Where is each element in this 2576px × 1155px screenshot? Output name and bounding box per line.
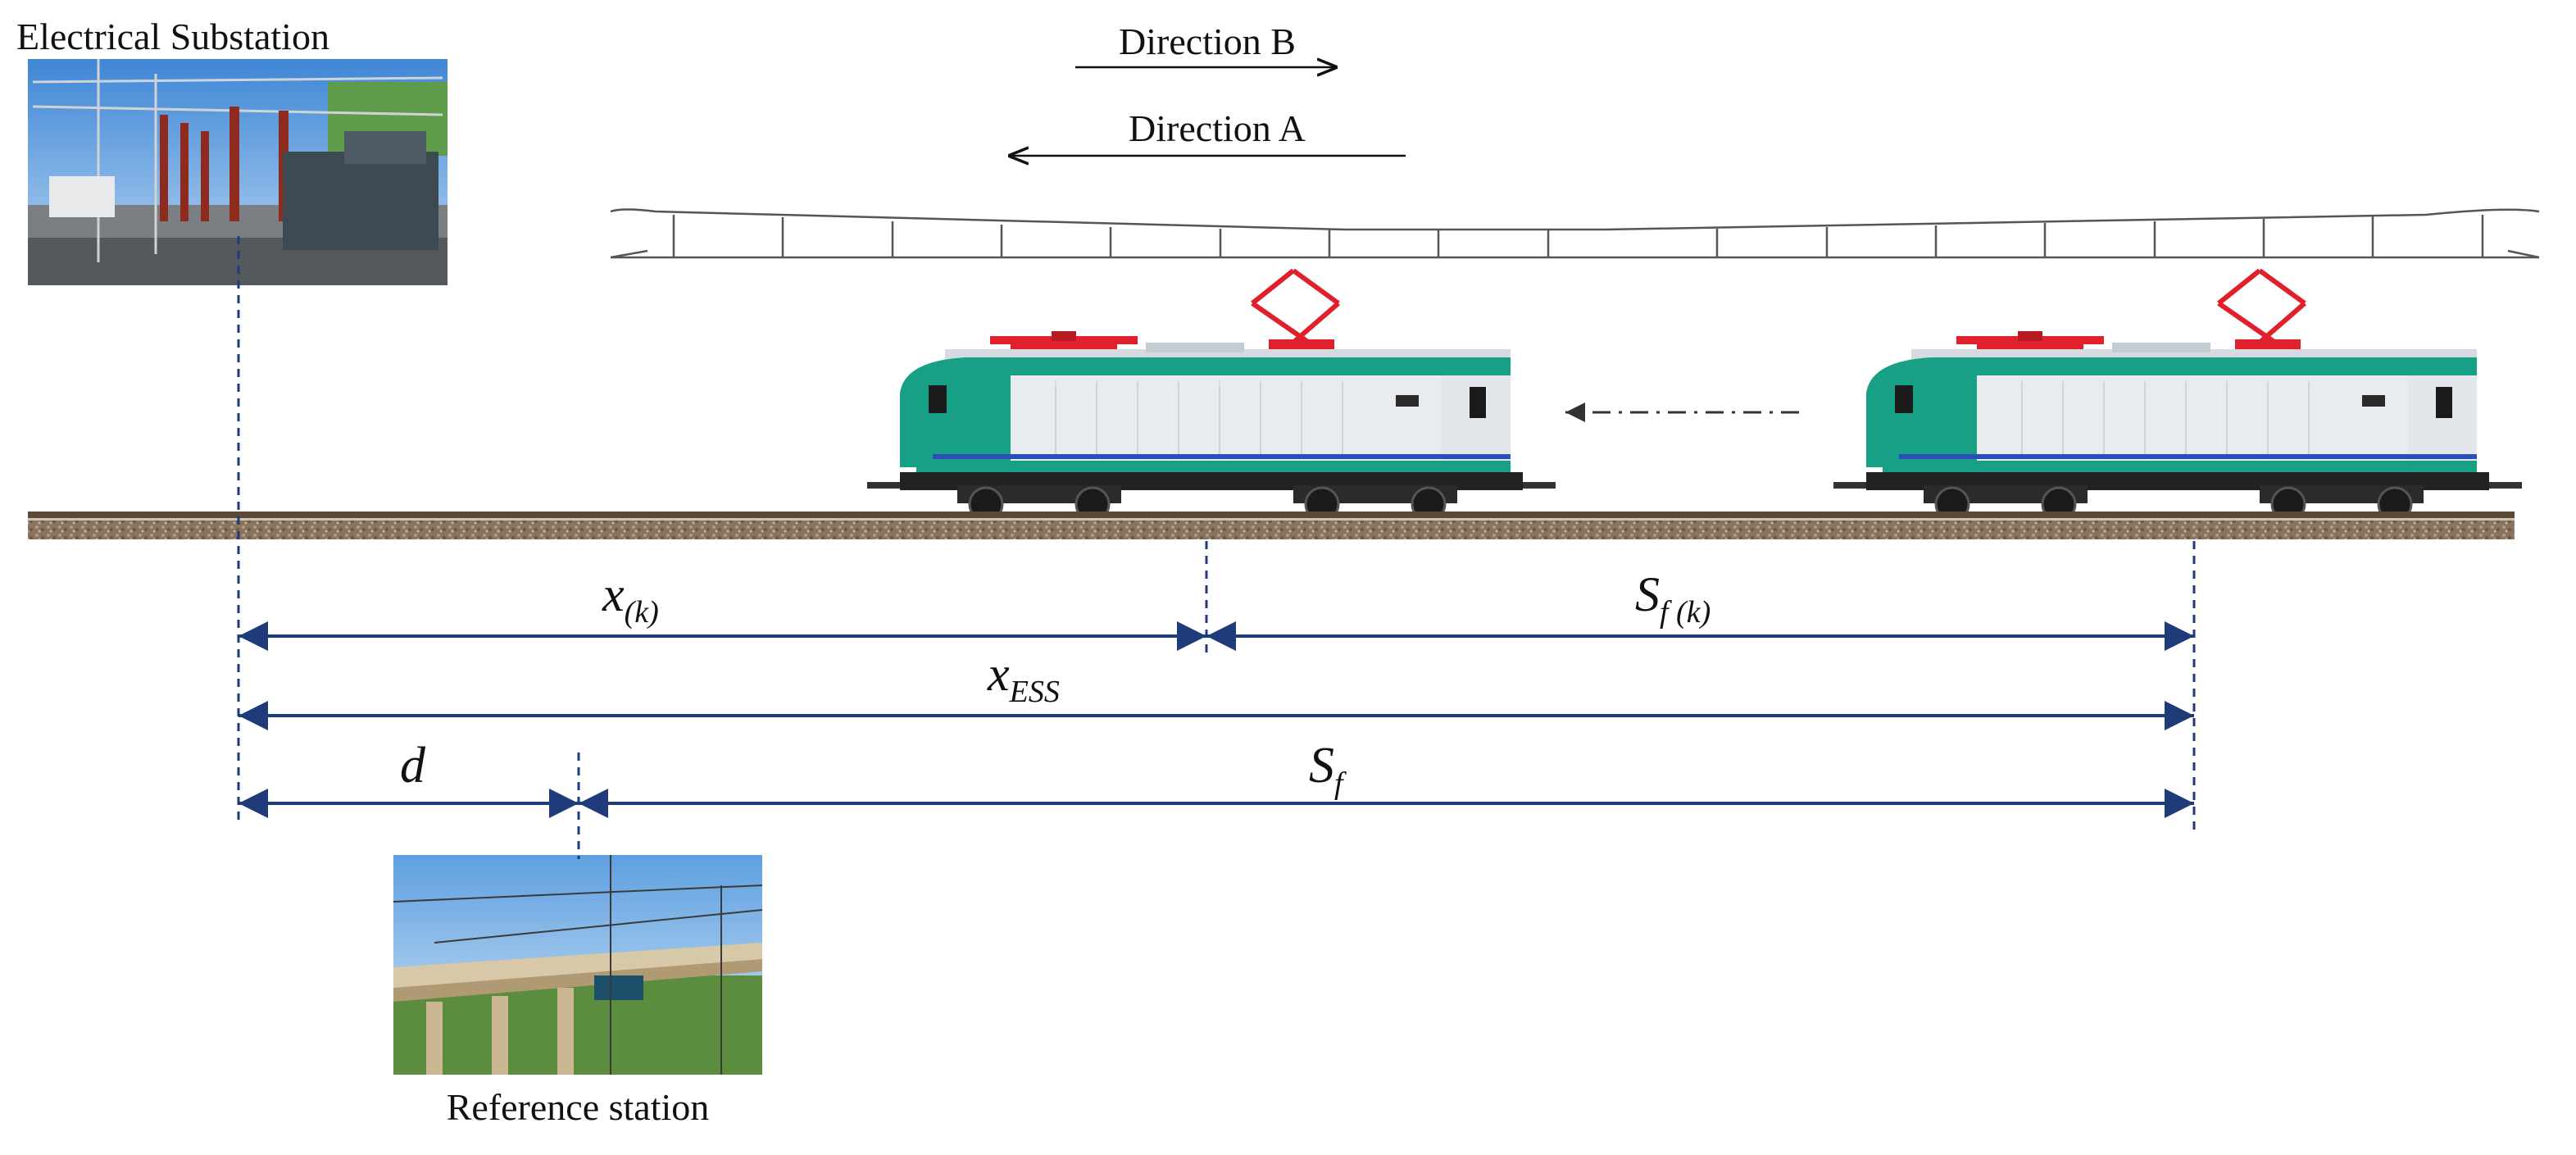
reference-lines <box>237 236 2196 859</box>
label-x-k: x(k) <box>602 567 659 630</box>
locomotive-left <box>867 271 1556 521</box>
label-s-f-k: Sf (k) <box>1635 567 1711 630</box>
overhead-catenary <box>610 208 2540 259</box>
direction-a-label: Direction A <box>1129 107 1306 149</box>
label-x-ess: xESS <box>987 647 1060 709</box>
substation-label: Electrical Substation <box>16 16 329 57</box>
substation-photo <box>28 59 448 285</box>
railway-track <box>28 512 2515 539</box>
reference-station-label: Reference station <box>447 1086 710 1128</box>
reference-station-photo <box>393 855 763 1075</box>
label-d: d <box>400 738 426 793</box>
label-s-f: Sf <box>1309 738 1347 801</box>
direction-b-label: Direction B <box>1119 20 1296 62</box>
locomotive-right <box>1833 271 2522 521</box>
